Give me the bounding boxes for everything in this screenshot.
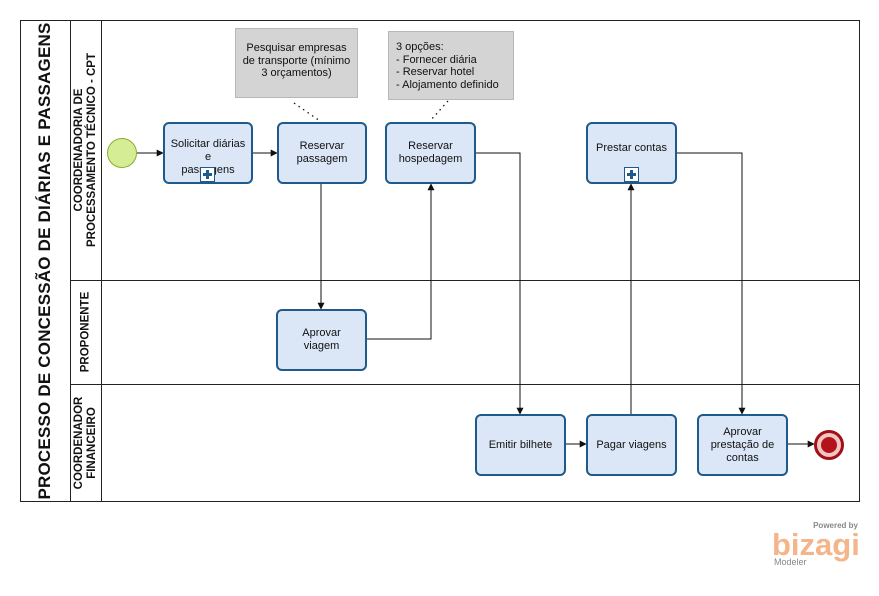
task-reservar-passagem[interactable]: Reservar passagem [277,122,367,184]
annotation-line: - Fornecer diária [396,53,477,66]
flow-prestar-contas-to-aprovar-prestacao [677,152,746,415]
task-label-line2: viagem [303,340,340,352]
bizagi-logo: Powered by bizagi Modeler [770,521,862,569]
task-label: Prestar contas [596,142,667,155]
task-label-line1: Aprovar [723,425,762,438]
task-label: Emitir bilhete [489,439,553,452]
association-opcoes [429,100,449,122]
annotation-transporte[interactable]: Pesquisar empresas de transporte (mínimo… [235,28,358,98]
annotation-line: 3 opções: [396,41,444,53]
task-solicitar-diarias[interactable]: Solicitar diárias e passagens [163,122,253,184]
task-label: Aprovar viagem [302,327,341,353]
lane-proponente-header: PROPONENTE [71,280,102,384]
annotation-line: - Alojamento definido [396,78,499,91]
pool [20,20,860,502]
task-label-line1: Reservar [299,140,345,152]
annotation-line: Pesquisar empresas [246,42,347,54]
task-label-line1: Reservar [408,140,453,152]
flow-reservar-hospedagem-to-emitir-bilhete [476,152,524,415]
lane-financeiro-header: COORDENADOR FINANCEIRO [71,384,102,502]
task-label-line1: Aprovar [302,327,341,339]
powered-by-text: Powered by [813,521,858,530]
lane-divider [71,384,860,385]
annotation-line: 3 orçamentos) [261,67,332,79]
annotation-opcoes[interactable]: 3 opções: - Fornecer diária - Reservar h… [388,31,514,100]
task-label-line1: Prestar contas [596,142,667,154]
task-label-line2: prestação de [710,438,775,451]
task-reservar-hospedagem[interactable]: Reservar hospedagem [385,122,476,184]
task-label-line2: passagem [296,153,348,165]
end-event-core [821,437,837,453]
end-event[interactable] [814,430,844,460]
pool-title-band: PROCESSO DE CONCESSÃO DE DIÁRIAS E PASSA… [20,20,71,502]
task-pagar-viagens[interactable]: Pagar viagens [586,414,677,476]
task-aprovar-viagem[interactable]: Aprovar viagem [276,309,367,371]
subprocess-plus-icon[interactable] [200,167,215,182]
product-text: Modeler [774,557,807,567]
task-label-line2: hospedagem [398,153,463,165]
brand-text: bizagi [772,527,860,562]
subprocess-plus-icon[interactable] [623,167,639,182]
association-transporte [293,102,321,122]
annotation-line: - Reservar hotel [396,66,475,78]
lane-divider [71,280,860,281]
task-prestar-contas[interactable]: Prestar contas [586,122,677,184]
lane-cpt-header: COORDENADORIA DE PROCESSAMENTO TÉCNICO -… [71,20,102,280]
task-label: Aprovar prestação de contas [711,426,775,465]
task-label-line3: contas [726,451,759,464]
task-label-line1: Pagar viagens [596,438,667,451]
task-label: Reservar passagem [297,140,348,166]
task-aprovar-prestacao-contas[interactable]: Aprovar prestação de contas [697,414,788,476]
task-label-line1: Emitir bilhete [488,438,553,451]
task-label-line1: Solicitar diárias e [170,138,246,163]
annotation-line: de transporte (mínimo [242,54,351,67]
task-emitir-bilhete[interactable]: Emitir bilhete [475,414,566,476]
start-event[interactable] [107,138,137,168]
task-label: Pagar viagens [596,439,666,452]
flow-aprovar-viagem-to-reservar-hospedagem [367,183,435,340]
task-label: Reservar hospedagem [399,140,463,166]
